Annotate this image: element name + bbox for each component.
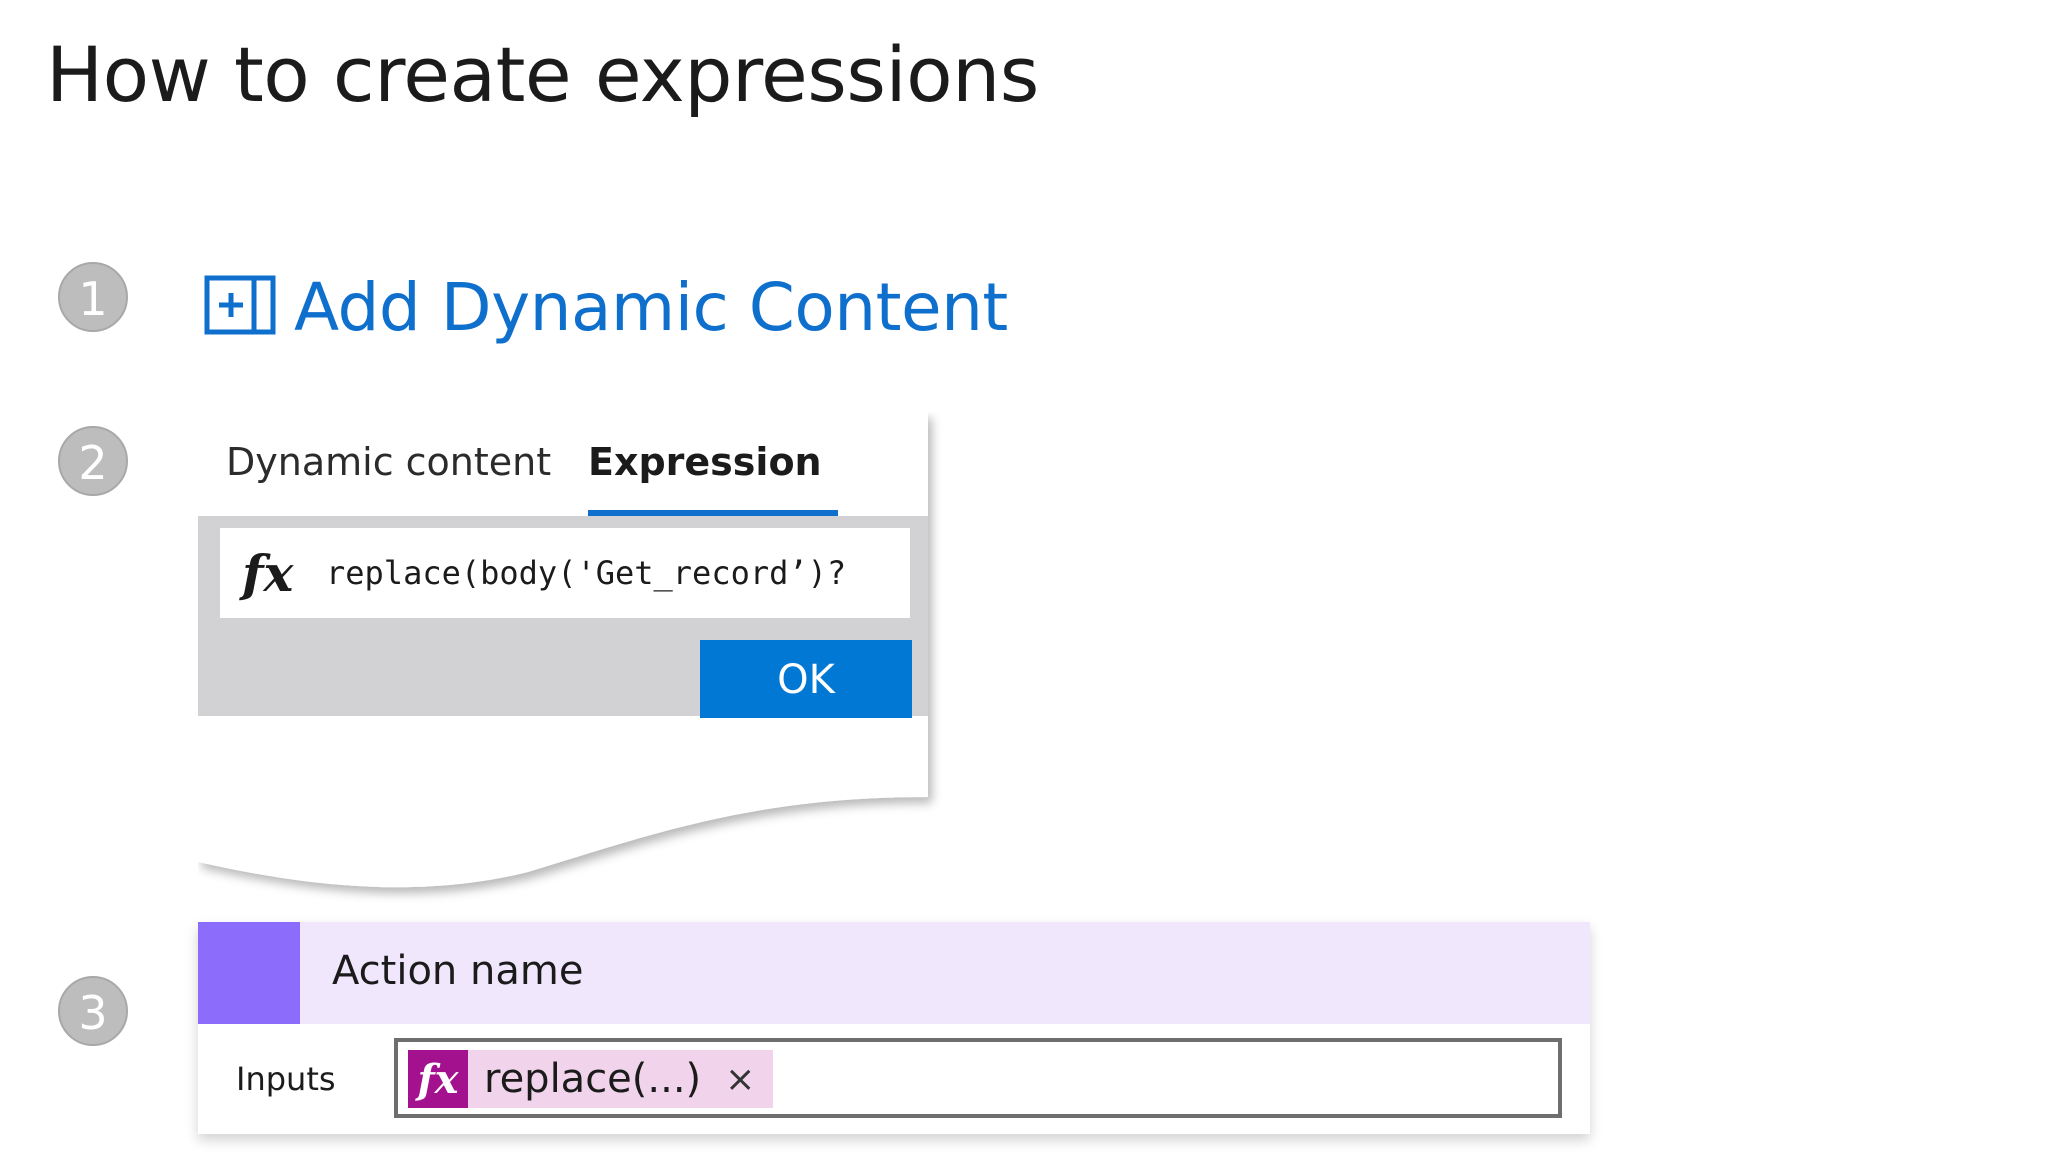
inputs-field[interactable]: fx replace(...) × [394, 1038, 1562, 1118]
dynamic-content-panel: Dynamic content Expression fx replace(bo… [198, 412, 928, 912]
ok-button[interactable]: OK [700, 640, 912, 718]
expression-value: replace(body('Get_record’)? [326, 554, 847, 592]
tab-dynamic-content[interactable]: Dynamic content [226, 440, 552, 484]
step-number-3: 3 [58, 976, 128, 1046]
add-dynamic-content-label: Add Dynamic Content [294, 268, 1008, 346]
remove-token-icon[interactable]: × [725, 1058, 756, 1100]
action-header[interactable]: Action name [198, 922, 1590, 1024]
tab-expression[interactable]: Expression [588, 440, 822, 484]
action-card: Action name Inputs fx replace(...) × [198, 922, 1590, 1134]
action-icon-tile [198, 922, 300, 1024]
step-number-2: 2 [58, 426, 128, 496]
step-number-1: 1 [58, 262, 128, 332]
inputs-label: Inputs [236, 1060, 336, 1098]
fx-icon: fx [242, 543, 294, 603]
expression-editor: fx replace(body('Get_record’)? OK [198, 516, 928, 718]
add-dynamic-content-link[interactable]: Add Dynamic Content [204, 262, 1008, 352]
page-title: How to create expressions [46, 30, 1039, 119]
add-dynamic-content-icon [204, 275, 276, 339]
expression-input[interactable]: fx replace(body('Get_record’)? [220, 528, 910, 618]
action-name: Action name [332, 948, 584, 994]
token-label: replace(...) [484, 1056, 702, 1102]
expression-token[interactable]: fx replace(...) × [408, 1050, 774, 1108]
panel-tabs: Dynamic content Expression [198, 412, 928, 516]
tab-selected-indicator [588, 510, 838, 516]
fx-icon: fx [408, 1050, 468, 1108]
